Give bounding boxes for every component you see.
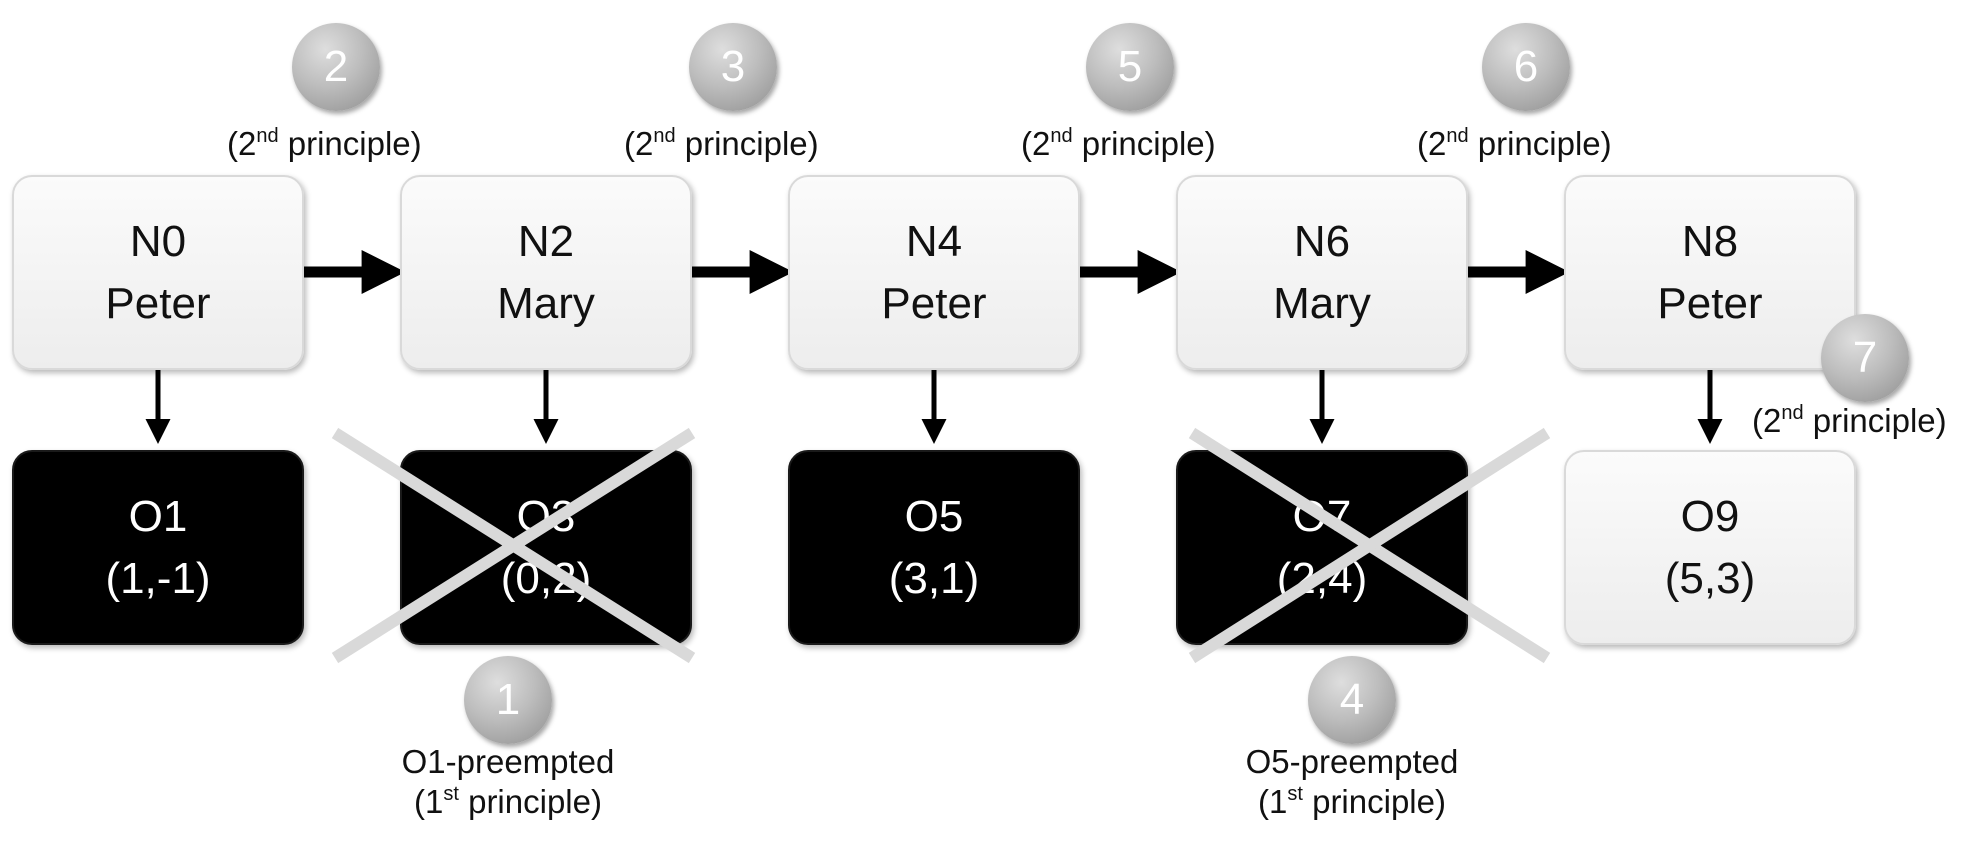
node-n4: N4 Peter [788,175,1080,370]
outcome-o9: O9 (5,3) [1564,450,1856,645]
outcome-id: O9 [1680,491,1740,541]
step-badge-2: 2 [292,23,380,111]
node-id: N4 [905,216,963,266]
node-id: N6 [1293,216,1351,266]
step-badge-5: 5 [1086,23,1174,111]
preempted-label-step-1: O1-preempted (1st principle) [368,742,648,822]
node-n6: N6 Mary [1176,175,1468,370]
node-player: Peter [881,278,987,328]
node-n0: N0 Peter [12,175,304,370]
step-badge-7: 7 [1821,314,1909,402]
preempted-text: O5-preempted [1245,743,1459,780]
node-player: Peter [105,278,211,328]
outcome-o1: O1 (1,-1) [12,450,304,645]
outcome-payoff: (5,3) [1664,553,1756,603]
step-badge-1: 1 [464,656,552,744]
outcome-id: O5 [904,491,964,541]
preempted-text: O1-preempted [401,743,615,780]
outcome-payoff: (1,-1) [105,553,211,603]
outcome-o5: O5 (3,1) [788,450,1080,645]
principle-text: (1st principle) [1258,783,1446,820]
node-id: N0 [129,216,187,266]
principle-label-step-5: (2nd principle) [1021,125,1216,162]
node-player: Mary [1273,278,1371,328]
principle-label-step-2: (2nd principle) [227,125,422,162]
step-badge-6: 6 [1482,23,1570,111]
principle-label-step-6: (2nd principle) [1417,125,1612,162]
step-badge-3: 3 [689,23,777,111]
node-id: N2 [517,216,575,266]
cross-mark-o7 [1188,427,1551,664]
cross-mark-o3 [331,427,696,664]
principle-text: (1st principle) [414,783,602,820]
principle-label-step-7: (2nd principle) [1752,402,1947,439]
node-n8: N8 Peter [1564,175,1856,370]
node-id: N8 [1681,216,1739,266]
node-n2: N2 Mary [400,175,692,370]
outcome-id: O1 [128,491,188,541]
node-player: Peter [1657,278,1763,328]
node-player: Mary [497,278,595,328]
outcome-o3: O3 (0,2) [400,450,692,645]
step-badge-4: 4 [1308,656,1396,744]
principle-label-step-3: (2nd principle) [624,125,819,162]
outcome-payoff: (3,1) [888,553,980,603]
preempted-label-step-4: O5-preempted (1st principle) [1212,742,1492,822]
